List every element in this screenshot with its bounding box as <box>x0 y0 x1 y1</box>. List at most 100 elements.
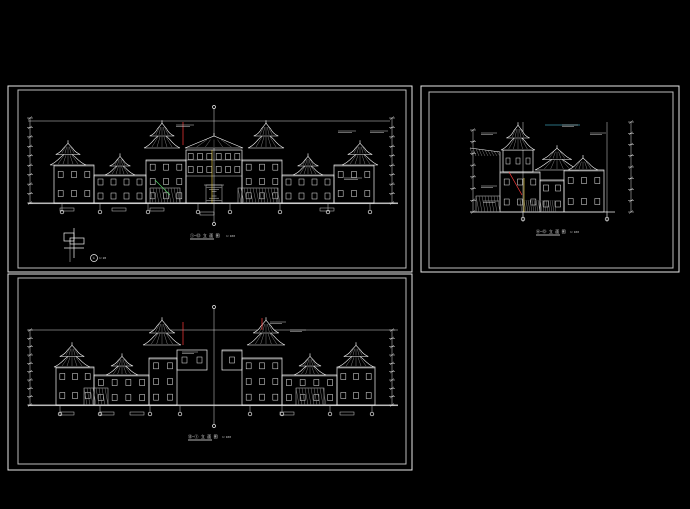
axis-mark <box>369 411 375 417</box>
window <box>197 153 203 160</box>
tick <box>27 361 33 366</box>
window <box>187 153 194 160</box>
sheet-3-title: ⑬—① 立 面 图 1:100 <box>188 433 231 441</box>
window <box>353 392 359 399</box>
window <box>364 171 371 178</box>
window <box>525 157 531 165</box>
tick <box>628 142 634 147</box>
window <box>84 190 91 197</box>
window <box>530 198 537 206</box>
window <box>123 192 130 200</box>
sheet-3-scale: 1:100 <box>222 435 231 439</box>
window <box>505 157 511 165</box>
axis-bottom <box>212 222 216 226</box>
window <box>285 178 292 186</box>
window <box>337 171 344 178</box>
window <box>286 379 292 386</box>
window <box>229 356 235 364</box>
axis-mark <box>97 411 103 417</box>
window <box>567 177 574 184</box>
window <box>57 171 64 178</box>
tick <box>389 135 395 139</box>
axis-mark <box>327 411 333 417</box>
window <box>149 163 156 171</box>
window <box>110 192 117 200</box>
axis-mark <box>59 209 65 215</box>
sheet-1-title: ①—⑬ 立 面 图 1:100 <box>190 232 235 240</box>
window <box>503 198 510 206</box>
tick <box>389 172 395 177</box>
window <box>298 178 305 186</box>
eave <box>469 147 501 172</box>
window <box>149 178 156 185</box>
tick <box>27 191 33 196</box>
window <box>530 178 537 186</box>
axis-mark <box>367 209 373 215</box>
window <box>324 192 331 200</box>
window <box>71 171 77 178</box>
window <box>196 356 203 364</box>
stair <box>205 184 223 204</box>
tick <box>470 175 476 179</box>
window <box>163 163 169 171</box>
window <box>351 171 357 178</box>
wall <box>336 366 376 406</box>
tick <box>389 386 395 391</box>
axis-mark <box>177 411 183 417</box>
tick <box>389 369 395 374</box>
wall <box>148 357 178 406</box>
axis-mark <box>279 411 285 417</box>
tick <box>628 165 634 169</box>
window <box>136 178 143 186</box>
tick <box>27 378 33 382</box>
detail-scale: 1:20 <box>99 256 106 260</box>
window <box>311 178 318 186</box>
window <box>111 394 118 401</box>
label-box <box>111 207 127 212</box>
window <box>285 192 292 200</box>
tick <box>389 163 395 167</box>
tick <box>27 369 33 374</box>
tick <box>27 125 33 130</box>
window <box>259 378 265 385</box>
window <box>515 157 521 165</box>
tick <box>389 116 395 120</box>
window <box>97 178 104 186</box>
label-box <box>319 207 335 212</box>
label-box <box>339 411 355 416</box>
window <box>234 166 241 173</box>
window <box>272 178 279 185</box>
detail-callout: ① 1:20 <box>63 228 106 262</box>
tick <box>470 198 476 202</box>
tick <box>470 186 476 191</box>
tick <box>389 191 395 196</box>
tick <box>628 210 634 214</box>
tick <box>470 140 476 144</box>
tick <box>628 199 634 203</box>
window <box>125 394 132 401</box>
axis-mark <box>147 411 153 417</box>
window <box>351 190 357 197</box>
window <box>59 392 66 399</box>
window <box>167 393 173 401</box>
label-box <box>129 411 145 416</box>
window <box>245 163 252 171</box>
window <box>153 378 159 385</box>
window <box>176 178 183 185</box>
window <box>206 166 213 173</box>
tick <box>27 163 33 167</box>
window <box>517 198 523 206</box>
sheet-3-title-text: ⑬—① 立 面 图 <box>188 433 218 439</box>
window <box>206 153 213 160</box>
window <box>71 190 77 197</box>
axis-mark <box>277 209 283 215</box>
tick <box>27 403 33 407</box>
window <box>353 373 359 380</box>
window <box>365 392 372 399</box>
window <box>153 362 159 370</box>
window <box>215 153 222 160</box>
window <box>98 379 104 386</box>
window <box>84 373 91 380</box>
window <box>327 394 333 401</box>
tick <box>27 336 33 341</box>
